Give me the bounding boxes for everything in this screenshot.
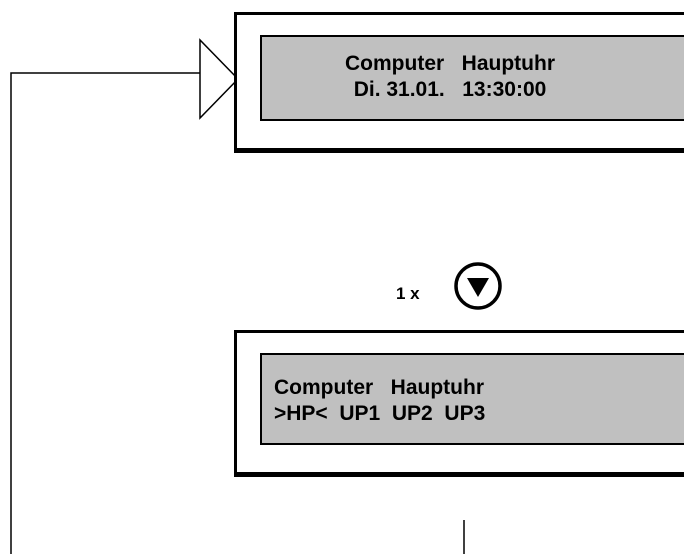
lcd-screen-2: Computer Hauptuhr >HP< UP1 UP2 UP3 — [260, 353, 684, 445]
down-arrow-icon — [454, 262, 502, 310]
press-count-label: 1 x — [396, 284, 420, 303]
entry-arrowhead — [199, 38, 240, 120]
display-frame-2: Computer Hauptuhr >HP< UP1 UP2 UP3 — [234, 330, 684, 477]
lcd-line-2: Di. 31.01. 13:30:00 — [353, 78, 547, 101]
lcd-line-1: Computer Hauptuhr — [274, 376, 484, 399]
lcd-line-2: >HP< UP1 UP2 UP3 — [274, 402, 486, 425]
lcd-screen-1: Computer Hauptuhr Di. 31.01. 13:30:00 — [260, 35, 684, 121]
display-frame-1: Computer Hauptuhr Di. 31.01. 13:30:00 — [234, 12, 684, 153]
lcd-line-1: Computer Hauptuhr — [345, 52, 555, 75]
return-connector-line — [10, 72, 200, 554]
